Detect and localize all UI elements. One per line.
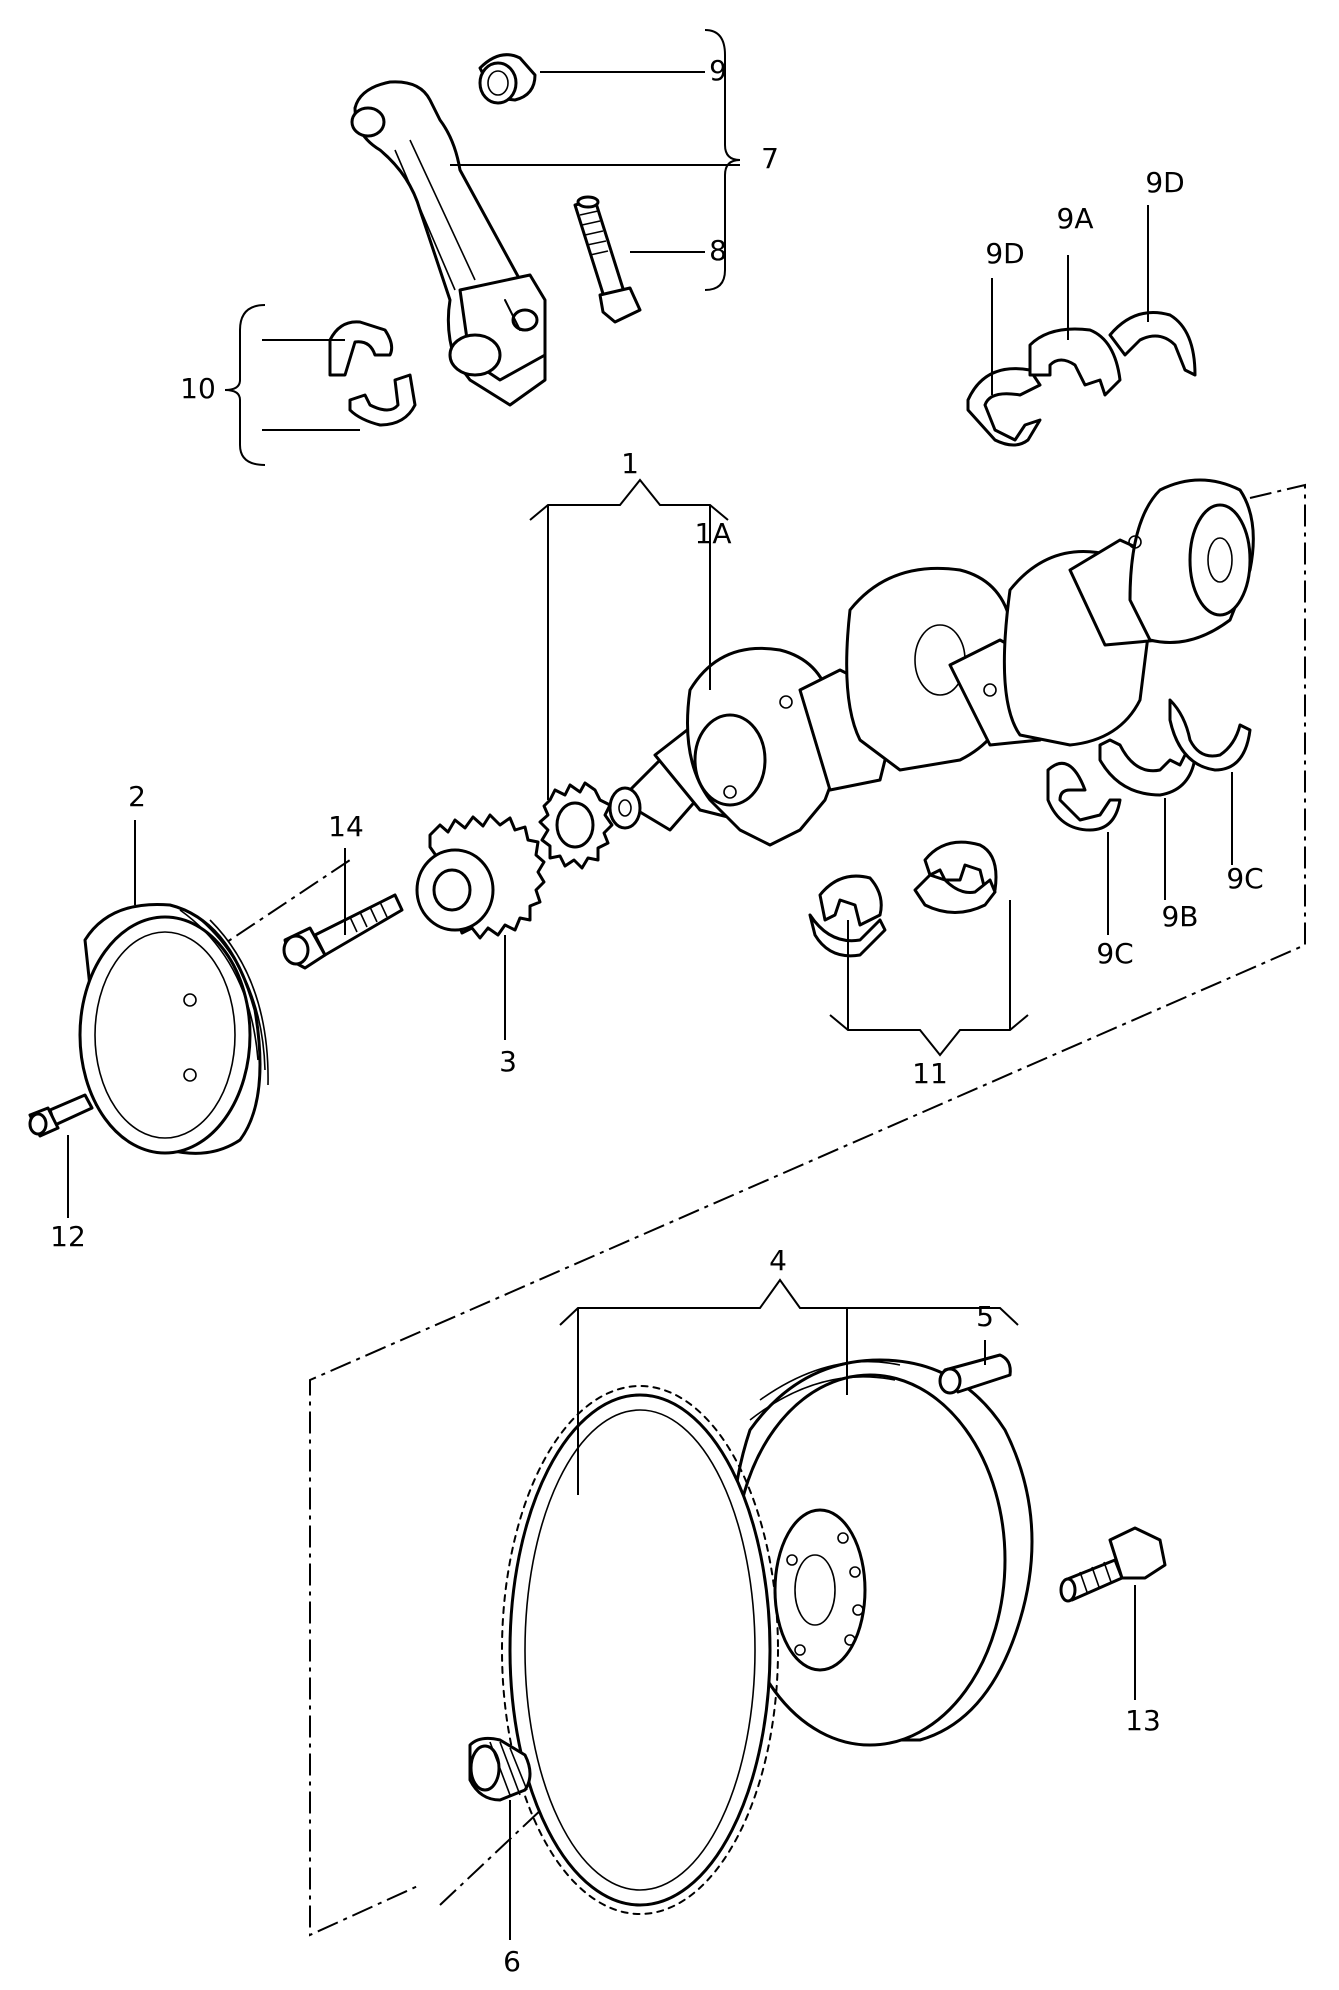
label-7: 7 (761, 142, 779, 175)
pilot-bearing (468, 1736, 532, 1802)
label-9C-right: 9C (1226, 862, 1263, 895)
pulley-bolt (28, 1093, 94, 1138)
label-5: 5 (976, 1300, 994, 1333)
label-13: 13 (1125, 1704, 1161, 1737)
label-9D-right: 9D (1145, 166, 1184, 199)
label-10: 10 (180, 372, 216, 405)
timing-gear-bolt (282, 893, 404, 970)
label-9B: 9B (1161, 900, 1198, 933)
label-12: 12 (50, 1220, 86, 1253)
leader-lines (67, 29, 1233, 1940)
flywheel (730, 1358, 1034, 1747)
flywheel-bolt (1059, 1526, 1167, 1603)
label-2: 2 (128, 780, 146, 813)
thrust-washers-upper (966, 311, 1197, 447)
label-9C-left: 9C (1096, 937, 1133, 970)
vibration-damper-pulley (78, 902, 269, 1155)
dowel-pin (938, 1353, 1012, 1395)
label-14: 14 (328, 810, 364, 843)
label-9D-left: 9D (985, 237, 1024, 270)
main-bearing-shells (808, 840, 998, 958)
label-4: 4 (769, 1244, 787, 1277)
crank-sprocket (538, 781, 614, 870)
label-3: 3 (499, 1045, 517, 1078)
part-labels: 9 7 8 9D 9A 9D 10 1 1A 2 14 9C 9B 9C 3 1… (50, 54, 1264, 1978)
ring-gear (501, 1385, 779, 1915)
rod-bearing-shells (328, 320, 417, 427)
bushing (478, 53, 537, 105)
label-6: 6 (503, 1945, 521, 1978)
label-9: 9 (709, 54, 727, 87)
crankshaft (608, 478, 1255, 847)
label-1A: 1A (695, 517, 732, 550)
label-1: 1 (621, 447, 639, 480)
connecting-rod-bolt (573, 195, 642, 324)
label-9A: 9A (1057, 202, 1094, 235)
label-8: 8 (709, 234, 727, 267)
label-11: 11 (912, 1057, 948, 1090)
connecting-rod (350, 80, 547, 407)
timing-gear (415, 813, 546, 940)
thrust-washers-lower (1046, 698, 1252, 832)
